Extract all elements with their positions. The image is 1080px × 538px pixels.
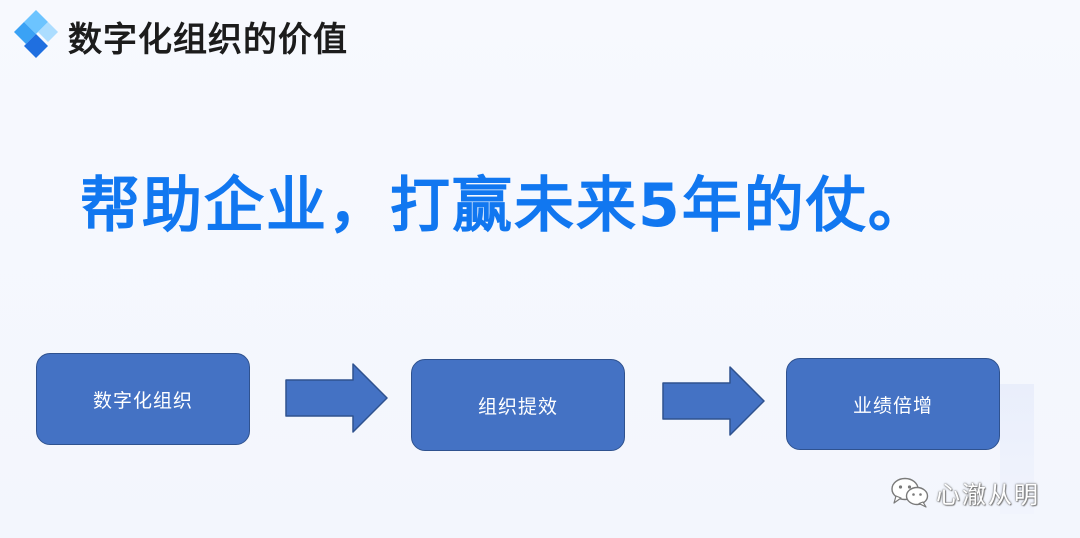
flow-step-digital-organization: 数字化组织 — [36, 353, 250, 445]
flow-step-performance: 业绩倍增 — [786, 358, 1000, 450]
watermark-text: 心澈从明 — [936, 480, 1040, 509]
right-arrow-icon — [662, 366, 765, 436]
watermark: 心澈从明 — [890, 474, 1040, 510]
page-title: 数字化组织的价值 — [68, 20, 348, 60]
decorative-panel — [1000, 384, 1034, 514]
flow-step-efficiency: 组织提效 — [411, 359, 625, 451]
diamond-logo-icon — [14, 10, 58, 58]
flow-step-label: 业绩倍增 — [852, 394, 933, 417]
flow-step-label: 数字化组织 — [92, 389, 193, 412]
headline: 帮助企业，打赢未来5年的仗。 — [80, 171, 930, 241]
wechat-icon — [891, 477, 929, 508]
flow-step-label: 组织提效 — [477, 395, 558, 418]
right-arrow-icon — [285, 363, 388, 433]
